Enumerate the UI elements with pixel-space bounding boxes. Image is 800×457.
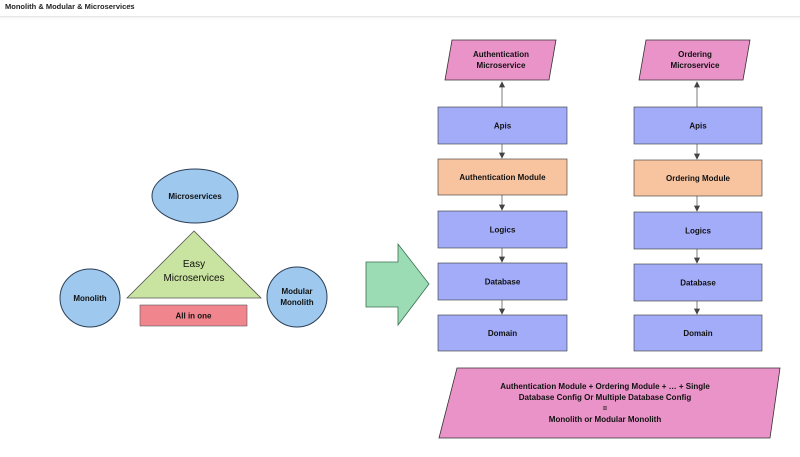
all-in-one-label: All in one xyxy=(176,312,213,321)
col2-apis-label: Apis xyxy=(689,122,707,131)
col2-apis-box xyxy=(633,106,763,145)
col2-logics-box xyxy=(633,211,763,250)
ordering-microservice-label-line1: Ordering xyxy=(678,50,712,59)
col1-database-label: Database xyxy=(485,278,521,287)
col1-arrows xyxy=(498,81,506,315)
authentication-microservice-label-line2: Microservice xyxy=(477,61,526,70)
col2-domain-box xyxy=(633,314,763,352)
col1-domain-box xyxy=(437,314,568,352)
authentication-microservice-label-line1: Authentication xyxy=(473,50,529,59)
col1-domain-label: Domain xyxy=(488,329,517,338)
big-right-arrow xyxy=(365,242,430,327)
microservices-node xyxy=(151,168,239,224)
col2-ordering-module-box xyxy=(633,159,763,197)
col1-logics-box xyxy=(437,210,568,249)
monolith-node xyxy=(59,268,121,328)
col2-logics-label: Logics xyxy=(685,227,711,236)
col1-apis-label: Apis xyxy=(494,122,512,131)
col2-ordering-module-label: Ordering Module xyxy=(666,174,731,183)
modular-monolith-node xyxy=(266,266,328,328)
microservices-node-label: Microservices xyxy=(168,192,222,201)
col1-apis-box xyxy=(437,106,568,145)
all-in-one-banner xyxy=(139,304,248,327)
col2-database-box xyxy=(633,263,763,302)
chevron-down-icon[interactable]: ⌵ xyxy=(129,2,135,9)
modular-monolith-label-line1: Modular xyxy=(281,287,312,296)
col1-authentication-module-box xyxy=(437,158,568,196)
summary-line3: = xyxy=(603,404,608,413)
col1-authentication-module-label: Authentication Module xyxy=(459,173,546,182)
col1-logics-label: Logics xyxy=(490,226,516,235)
summary-line1: Authentication Module + Ordering Module … xyxy=(500,382,710,391)
col2-database-label: Database xyxy=(680,279,716,288)
ordering-microservice-label-line2: Microservice xyxy=(671,61,720,70)
col2-domain-label: Domain xyxy=(683,329,712,338)
ordering-microservice-box xyxy=(638,39,751,81)
monolith-node-label: Monolith xyxy=(73,294,106,303)
page-title[interactable]: Monolith & Modular & Microservices xyxy=(5,2,135,11)
summary-box xyxy=(438,367,781,439)
summary-line4: Monolith or Modular Monolith xyxy=(549,415,662,424)
summary-line2: Database Config Or Multiple Database Con… xyxy=(519,393,692,402)
triangle-label-line1: Easy xyxy=(183,259,205,270)
authentication-microservice-box xyxy=(444,39,557,81)
top-bar: Monolith & Modular & Microservices ⌵ xyxy=(0,0,800,17)
modular-monolith-label-line2: Monolith xyxy=(280,298,313,307)
col2-arrows xyxy=(693,81,701,315)
easy-microservices-triangle xyxy=(126,230,262,299)
col1-database-box xyxy=(437,262,568,301)
triangle-label-line2: Microservices xyxy=(163,273,224,284)
